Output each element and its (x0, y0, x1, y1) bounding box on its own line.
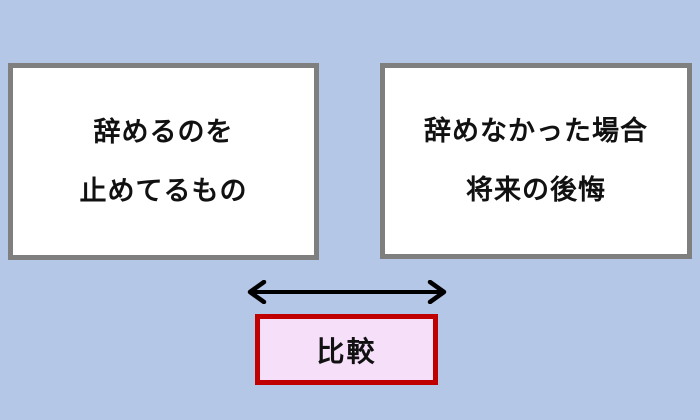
right-box-line-1: 辞めなかった場合 (424, 116, 648, 147)
right-concept-box: 辞めなかった場合 将来の後悔 (380, 63, 692, 259)
right-box-line-2: 将来の後悔 (466, 175, 606, 206)
left-concept-box: 辞めるのを 止めてるもの (8, 63, 319, 260)
compare-label: 比較 (316, 334, 377, 368)
left-box-line-1: 辞めるのを (93, 116, 234, 148)
left-box-line-2: 止めてるもの (79, 175, 248, 207)
compare-box: 比較 (255, 314, 438, 385)
double-arrow-icon (247, 280, 447, 304)
